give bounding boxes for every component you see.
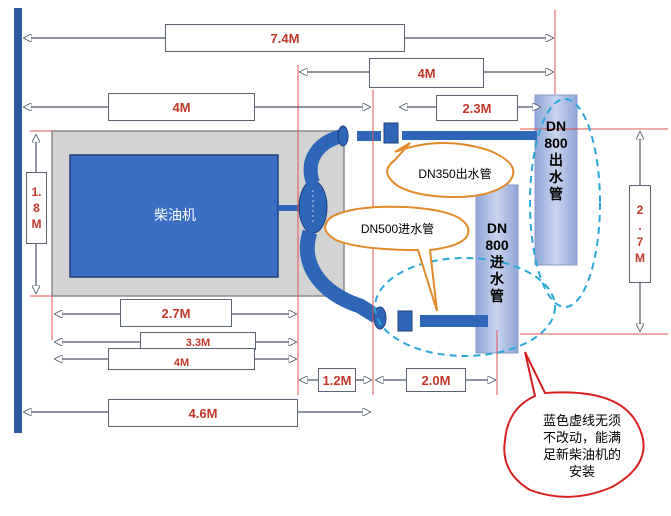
dim-height-right-char: M: [635, 251, 645, 265]
pipe-label-line: DN: [545, 118, 567, 134]
note-line: 蓝色虚线无须: [542, 413, 621, 428]
pipe-label-line: 800: [544, 135, 568, 151]
note-line: 足新柴油机的: [542, 447, 621, 462]
dim-bottom-4m: 4M: [108, 348, 255, 370]
pipe-label-line: 管: [490, 288, 504, 304]
note-line: 不改动，能满: [542, 430, 621, 445]
note-text: 蓝色虚线无须 不改动，能满 足新柴油机的 安装: [522, 412, 642, 480]
dim-top-total: 7.4M: [165, 24, 405, 52]
pipe-label-line: 水: [549, 169, 563, 185]
engine-label: 柴油机: [154, 207, 196, 223]
dim-room-width: 4M: [108, 93, 255, 121]
callout-dn350: [386, 142, 515, 199]
inlet-elbow: [299, 229, 380, 323]
pipe-label-line: 出: [549, 152, 563, 168]
pipe-label-line: 800: [485, 237, 509, 253]
pipe-label-line: 水: [490, 271, 504, 287]
pipe-label-line: 进: [490, 254, 504, 270]
dim-gap-2: 2.0M: [406, 368, 466, 392]
callout-dn500-text: DN500进水管: [360, 222, 435, 236]
dn500-inlet-pipe: [420, 315, 488, 327]
dim-height-left-char: 1.: [31, 185, 42, 199]
dn350-outlet-pipe: [402, 131, 537, 140]
dim-height-left-char: 8: [33, 201, 40, 215]
dim-inlet-run: 4M: [369, 58, 484, 88]
dim-height-left: 1. 8 M: [26, 172, 47, 244]
pipe-label-line: 管: [549, 186, 563, 202]
left-wall: [14, 8, 22, 433]
note-bubble: [503, 351, 645, 498]
dim-height-right: 2 . 7 M: [629, 185, 651, 283]
dashed-ring-inlet: [374, 257, 556, 357]
dim-engine-length: 2.7M: [120, 299, 232, 327]
dim-overall-bottom: 4.6M: [108, 399, 298, 427]
dim-height-right-char: 7: [636, 235, 644, 249]
dim-height-left-char: M: [31, 217, 42, 231]
dim-height-right-char: .: [638, 219, 642, 233]
outlet-elbow: [303, 129, 345, 186]
dim-outlet-offset: 2.3M: [436, 95, 518, 121]
dim-gap-1: 1.2M: [318, 368, 356, 392]
engine-block: [69, 154, 279, 278]
callout-dn500: [324, 205, 470, 312]
note-line: 安装: [568, 464, 595, 479]
dn800-inlet-label: DN 800 进 水 管: [476, 220, 518, 305]
pipe-label-line: DN: [486, 220, 508, 236]
dim-height-right-char: 2: [636, 203, 644, 217]
engine-shaft: [278, 205, 302, 211]
dn800-outlet-label: DN 800 出 水 管: [535, 118, 577, 203]
dashed-ring-outlet: [529, 98, 601, 308]
callout-dn350-text: DN350出水管: [418, 167, 492, 181]
